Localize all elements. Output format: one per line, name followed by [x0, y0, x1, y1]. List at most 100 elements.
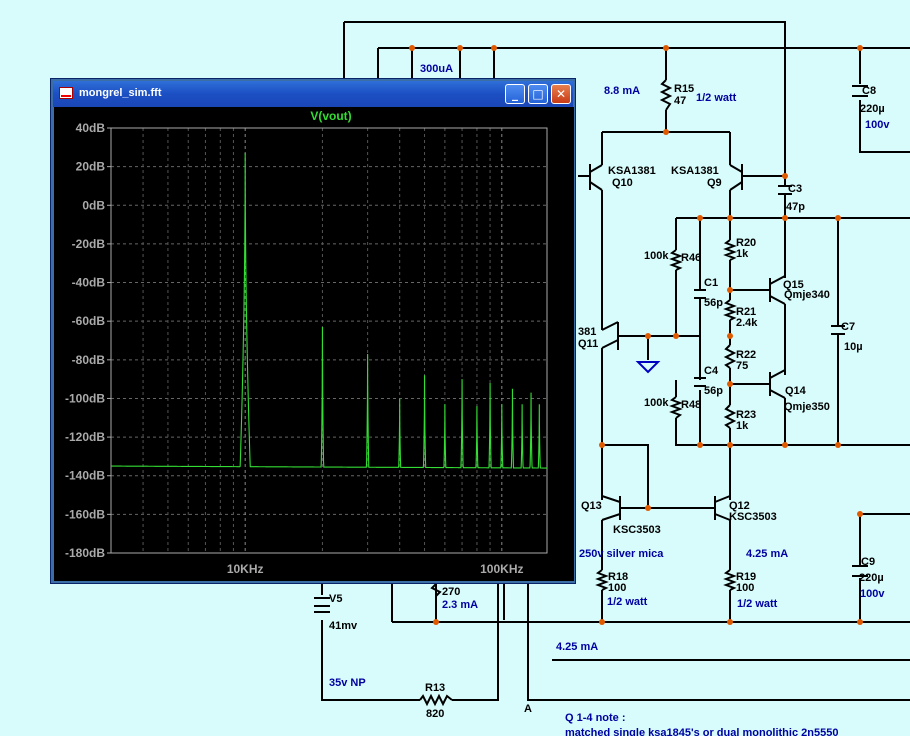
vout-trace: [111, 153, 547, 469]
label-q10-name: Q10: [612, 177, 633, 189]
label-c9-name: C9: [861, 556, 875, 568]
window-title: mongrel_sim.fft: [79, 87, 162, 99]
fft-window[interactable]: mongrel_sim.fft _ □ ✕ V(vout) 40dB 20dB 0d…: [50, 78, 576, 584]
label-r19-watt: 1/2 watt: [737, 598, 778, 610]
label-q14-type: Qmje350: [784, 401, 830, 413]
label-r46-val: 100k: [644, 250, 669, 262]
label-r20-val: 1k: [736, 248, 749, 260]
label-note-title: Q 1-4 note :: [565, 712, 626, 724]
x-tick-label: 10KHz: [227, 562, 264, 576]
label-8-8ma: 8.8 mA: [604, 85, 640, 97]
label-c8-volt: 100v: [865, 119, 890, 131]
label-r23-val: 1k: [736, 420, 749, 432]
y-tick-label: 40dB: [76, 121, 106, 135]
y-tick-label: -180dB: [65, 546, 105, 560]
chart-grid: [110, 127, 547, 554]
y-axis-ticks: 40dB 20dB 0dB -20dB -40dB -60dB -80dB -100dB -12…: [65, 121, 111, 560]
label-r22-name: R22: [736, 349, 756, 361]
y-tick-label: -80dB: [72, 353, 106, 367]
y-tick-label: -20dB: [72, 237, 106, 251]
label-r13-name: R13: [425, 682, 445, 694]
label-r46-name: R46: [681, 252, 701, 264]
label-c1-val: 56p: [704, 297, 723, 309]
label-r22-val: 75: [736, 360, 748, 372]
y-tick-label: 20dB: [76, 160, 106, 174]
capacitor-symbols: [314, 85, 868, 613]
label-q15-type: Qmje340: [784, 289, 830, 301]
label-r19-name: R19: [736, 571, 756, 583]
resistor-symbols: [419, 79, 737, 707]
label-q15-name: Q15: [783, 279, 804, 291]
label-r270-val: 270: [442, 586, 460, 598]
label-c8-val: 220µ: [860, 103, 885, 115]
label-r15-name: R15: [674, 83, 694, 95]
label-r15-val: 47: [674, 95, 686, 107]
label-r19-val: 100: [736, 582, 754, 594]
schematic-wires: [321, 21, 910, 701]
label-q11-name: Q11: [578, 338, 598, 350]
y-tick-label: -60dB: [72, 314, 106, 328]
label-r15-watt: 1/2 watt: [696, 92, 737, 104]
waveform-icon[interactable]: [59, 87, 73, 99]
label-q12-name: Q12: [729, 500, 750, 512]
label-c1-name: C1: [704, 277, 718, 289]
label-c9-volt: 100v: [860, 588, 885, 600]
label-v5-name: V5: [329, 593, 342, 605]
label-r18-name: R18: [608, 571, 628, 583]
y-tick-label: -140dB: [65, 469, 105, 483]
schematic-labels: 300uA 8.8 mA R15 47 1/2 watt C8 220µ 100…: [329, 63, 890, 736]
y-tick-label: -120dB: [65, 430, 105, 444]
label-r18-watt: 1/2 watt: [607, 596, 648, 608]
label-c4-name: C4: [704, 365, 719, 377]
label-300ua: 300uA: [420, 63, 453, 75]
label-r20-name: R20: [736, 237, 756, 249]
label-c9-val: 220µ: [859, 572, 884, 584]
minimize-button[interactable]: _: [505, 84, 525, 104]
maximize-button[interactable]: □: [528, 84, 548, 104]
label-c7-val: 10µ: [844, 341, 863, 353]
label-q13-name: Q13: [581, 500, 602, 512]
label-mica: 250v silver mica: [579, 548, 664, 560]
label-4-25ma-a: 4.25 mA: [746, 548, 788, 560]
y-tick-label: 0dB: [82, 198, 105, 212]
label-q9-type: KSA1381: [671, 165, 719, 177]
y-tick-label: -160dB: [65, 507, 105, 521]
fft-plot-area[interactable]: V(vout) 40dB 20dB 0dB -20dB -40dB -60dB -80dB -…: [54, 107, 574, 581]
label-np: 35v NP: [329, 677, 366, 689]
label-v5-val: 41mv: [329, 620, 358, 632]
label-r23-name: R23: [736, 409, 756, 421]
label-c3-name: C3: [788, 183, 802, 195]
chart-axis-box: [110, 127, 548, 554]
fft-chart[interactable]: V(vout) 40dB 20dB 0dB -20dB -40dB -60dB -80dB -…: [54, 107, 574, 581]
label-r18-val: 100: [608, 582, 626, 594]
chart-title: V(vout): [310, 109, 351, 123]
y-tick-label: -40dB: [72, 276, 106, 290]
label-r13-val: 820: [426, 708, 444, 720]
label-r48-name: R48: [681, 399, 701, 411]
label-q13-type: KSC3503: [613, 524, 661, 536]
label-c4-val: 56p: [704, 385, 723, 397]
label-r21-val: 2.4k: [736, 317, 758, 329]
y-tick-label: -100dB: [65, 391, 105, 405]
label-q10-type: KSA1381: [608, 165, 656, 177]
label-c3-val: 47p: [786, 201, 805, 213]
label-q9-name: Q9: [707, 177, 722, 189]
ground-icon: [635, 361, 661, 374]
label-r21-name: R21: [736, 306, 756, 318]
label-c7-name: C7: [841, 321, 855, 333]
junction-dots: [409, 45, 863, 625]
window-titlebar[interactable]: mongrel_sim.fft _ □ ✕: [53, 81, 573, 107]
label-c8-name: C8: [862, 85, 876, 97]
label-q14-name: Q14: [785, 385, 807, 397]
label-q11-type: 381: [578, 326, 596, 338]
plot-frame: [110, 127, 548, 554]
close-button[interactable]: ✕: [551, 84, 571, 104]
label-node-a: A: [524, 703, 532, 715]
label-2-3ma: 2.3 mA: [442, 599, 478, 611]
label-note-line: matched single ksa1845's or dual monolit…: [565, 727, 838, 736]
label-q12-type: KSC3503: [729, 511, 777, 523]
label-4-25ma-b: 4.25 mA: [556, 641, 598, 653]
label-r48-val: 100k: [644, 397, 669, 409]
